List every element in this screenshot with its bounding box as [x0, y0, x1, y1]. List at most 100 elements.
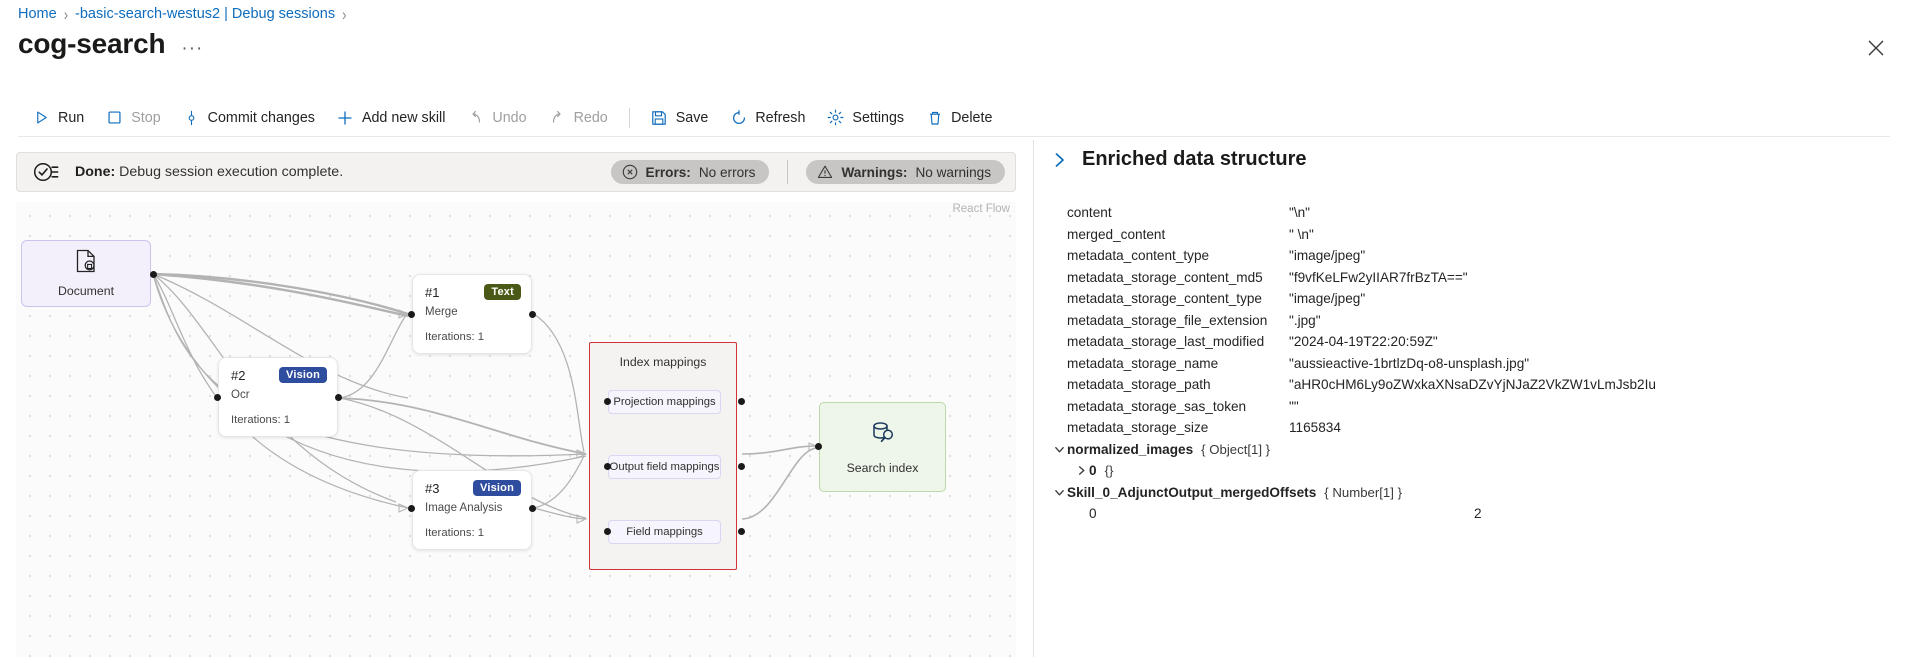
field-mappings-item[interactable]: Field mappings [608, 520, 721, 544]
enriched-row-key: metadata_storage_path [1067, 377, 1211, 393]
enriched-row[interactable]: Skill_0_AdjunctOutput_mergedOffsets{ Num… [1052, 482, 1902, 504]
enriched-data-tree[interactable]: content"\n"merged_content" \n"metadata_c… [1052, 202, 1902, 525]
enriched-row[interactable]: merged_content" \n" [1052, 224, 1902, 246]
run-label: Run [58, 109, 85, 126]
skill-2-output-handle[interactable] [335, 394, 342, 401]
status-banner: Done: Debug session execution complete. … [16, 152, 1016, 192]
plus-icon [337, 109, 354, 126]
error-circle-icon [622, 164, 638, 180]
enriched-data-header[interactable]: Enriched data structure [1052, 148, 1307, 171]
enriched-row[interactable]: metadata_storage_content_md5 "f9vfKeLFw2y… [1052, 267, 1902, 289]
chevron-down-icon[interactable] [1052, 444, 1067, 455]
enriched-data-pane: Enriched data structure content"\n"merge… [1034, 140, 1908, 657]
skill-3-name: Image Analysis [425, 502, 503, 514]
skill-3-number: #3 [425, 481, 440, 496]
warnings-label: Warnings: [841, 164, 908, 180]
react-flow-canvas[interactable]: React Flow Document #1 Merge Tex [16, 202, 1016, 657]
enriched-row-key: metadata_storage_file_extension [1067, 312, 1268, 328]
search-index-input-handle[interactable] [815, 443, 822, 450]
projection-mappings-output-handle[interactable] [738, 398, 745, 405]
skill-1-iterations: Iterations: 1 [425, 331, 485, 343]
chevron-right-icon[interactable] [1052, 151, 1068, 169]
enriched-row[interactable]: metadata_storage_file_extension".jpg" [1052, 310, 1902, 332]
enriched-row-value: "f9vfKeLFw2yIIAR7frBzTA==" [1289, 269, 1468, 285]
enriched-row-key: metadata_storage_content_md5 [1067, 269, 1263, 285]
page-title-row: cog-search ··· [18, 28, 203, 60]
chevron-down-icon[interactable] [1052, 487, 1067, 498]
toolbar-rule [18, 136, 1890, 137]
index-mappings-group[interactable]: Index mappings Projection mappings Outpu… [589, 342, 737, 570]
save-button[interactable]: Save [640, 105, 720, 130]
close-icon[interactable] [1862, 34, 1890, 62]
skill-3-output-handle[interactable] [529, 505, 536, 512]
warning-triangle-icon [817, 164, 833, 180]
skillset-graph-pane: Done: Debug session execution complete. … [0, 140, 1033, 657]
enriched-row[interactable]: metadata_storage_path"aHR0cHM6Ly9oZWxkaX… [1052, 374, 1902, 396]
delete-button[interactable]: Delete [915, 105, 1003, 130]
output-field-mappings-output-handle[interactable] [738, 463, 745, 470]
skill-2-input-handle[interactable] [214, 394, 221, 401]
breadcrumb: Home › -basic-search-westus2 | Debug ses… [18, 6, 346, 22]
document-output-handle[interactable] [150, 271, 157, 278]
skill-node-3[interactable]: #3 Image Analysis Vision Iterations: 1 [412, 470, 532, 550]
stop-button[interactable]: Stop [95, 105, 171, 130]
output-field-mappings-item[interactable]: Output field mappings [608, 455, 721, 479]
refresh-label: Refresh [755, 109, 806, 126]
enriched-row[interactable]: content"\n" [1052, 202, 1902, 224]
commit-changes-button[interactable]: Commit changes [172, 105, 326, 130]
pane-divider[interactable] [1033, 140, 1034, 657]
skill-node-2[interactable]: #2 Ocr Vision Iterations: 1 [218, 357, 338, 437]
enriched-row-type: { Object[1] } [1201, 441, 1271, 457]
enriched-row-key: Skill_0_AdjunctOutput_mergedOffsets [1067, 484, 1317, 500]
errors-badge[interactable]: Errors: No errors [610, 160, 770, 184]
skill-1-output-handle[interactable] [529, 311, 536, 318]
enriched-row[interactable]: metadata_content_type"image/jpeg" [1052, 245, 1902, 267]
breadcrumb-item-debug-sessions[interactable]: -basic-search-westus2 | Debug sessions [75, 6, 336, 22]
skill-1-input-handle[interactable] [408, 311, 415, 318]
enriched-row-value: "\n" [1289, 205, 1310, 221]
enriched-row-type: {} [1104, 463, 1114, 479]
enriched-row-key: metadata_storage_name [1067, 355, 1219, 371]
field-mappings-output-handle[interactable] [738, 528, 745, 535]
stop-label: Stop [131, 109, 161, 126]
enriched-row-value: "aussieactive-1brtlzDq-o8-unsplash.jpg" [1289, 355, 1530, 371]
enriched-row[interactable]: normalized_images { Object[1] } [1052, 439, 1902, 461]
command-toolbar: Run Stop Commit changes Add new skill Un [0, 100, 1908, 135]
warnings-badge[interactable]: Warnings: No warnings [806, 160, 1005, 184]
refresh-button[interactable]: Refresh [719, 105, 816, 130]
skill-node-1[interactable]: #1 Merge Text Iterations: 1 [412, 274, 532, 354]
document-node[interactable]: Document [21, 240, 151, 307]
undo-button[interactable]: Undo [456, 105, 537, 130]
undo-label: Undo [492, 109, 527, 126]
enriched-row[interactable]: 0{} [1052, 460, 1902, 482]
skill-3-badge: Vision [472, 480, 521, 496]
projection-mappings-input-handle[interactable] [604, 398, 611, 405]
search-index-node[interactable]: Search index [819, 402, 946, 492]
chevron-right-icon[interactable] [1074, 465, 1089, 476]
more-options-button[interactable]: ··· [181, 38, 204, 59]
enriched-row[interactable]: metadata_storage_last_modified"2024-04-1… [1052, 331, 1902, 353]
enriched-row[interactable]: metadata_storage_name "aussieactive-1brtl… [1052, 353, 1902, 375]
enriched-row-key: normalized_images [1067, 441, 1194, 457]
output-field-mappings-input-handle[interactable] [604, 463, 611, 470]
search-index-icon [869, 419, 897, 452]
redo-button[interactable]: Redo [538, 105, 619, 130]
status-message: Done: Debug session execution complete. [75, 164, 343, 180]
field-mappings-input-handle[interactable] [604, 528, 611, 535]
enriched-row-key: merged_content [1067, 226, 1166, 242]
enriched-row-value: 2 [1474, 506, 1482, 522]
enriched-row[interactable]: metadata_storage_sas_token"" [1052, 396, 1902, 418]
settings-button[interactable]: Settings [816, 105, 915, 130]
add-new-skill-label: Add new skill [361, 109, 446, 126]
breadcrumb-item-home[interactable]: Home [18, 6, 57, 22]
settings-label: Settings [852, 109, 905, 126]
gear-icon [827, 109, 844, 126]
run-button[interactable]: Run [22, 105, 95, 130]
projection-mappings-item[interactable]: Projection mappings [608, 390, 721, 414]
enriched-row[interactable]: metadata_storage_content_type"image/jpeg… [1052, 288, 1902, 310]
skill-3-input-handle[interactable] [408, 505, 415, 512]
add-new-skill-button[interactable]: Add new skill [326, 105, 456, 130]
enriched-row-key: metadata_content_type [1067, 248, 1210, 264]
